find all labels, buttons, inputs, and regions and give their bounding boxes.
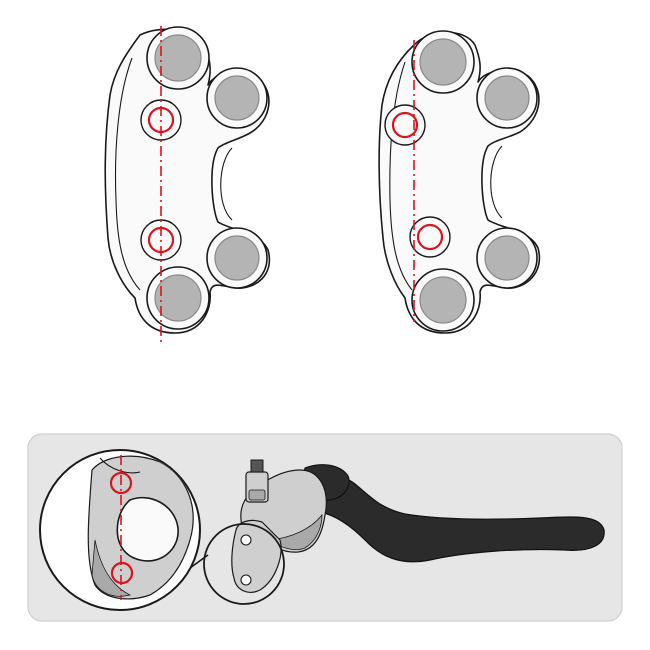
magnified-marker-upper [109,471,133,495]
caliper-left-hole-lower-right-inner [214,235,260,281]
caliper-right-hole-upper-right-inner [484,75,530,121]
caliper-left-hole-top-inner [154,34,202,82]
banjo-bolt-head [248,489,266,501]
master-cylinder [231,459,327,593]
caliper-left [104,26,271,342]
detail-callout-circle [203,523,285,605]
magnified-clamp-shade [91,539,132,597]
caliper-left-hole-bottom-inner [154,274,202,322]
master-cylinder-shade [268,513,323,550]
caliper-left-bevel [114,57,141,291]
clamp-bolt-lower [240,574,252,586]
caliper-left-hole-upper-right-inner [214,75,260,121]
caliper-left-cutout [220,147,233,221]
clamp-bolt-upper [240,534,252,546]
caliper-right-hole-bottom-inner [419,276,467,324]
bleed-nipple [250,459,264,473]
caliper-right-boss-upper [384,104,426,146]
magnified-detail [39,449,201,611]
caliper-right-bevel [389,61,413,291]
caliper-right-hole-lower-right-inner [484,235,530,281]
detail-leader-line [189,554,209,569]
magnified-edge-top [99,457,141,474]
caliper-right-marker-lower [416,223,444,251]
brake-lever-blade [297,474,605,563]
magnified-marker-lower [110,561,134,585]
caliper-right-boss-lower [409,216,451,258]
caliper-right-hole-top-inner [419,38,467,86]
caliper-right-cutout [490,145,503,219]
caliper-right-marker-upper [391,111,419,139]
magnified-clamp-face [116,496,179,562]
caliper-right [378,30,541,334]
